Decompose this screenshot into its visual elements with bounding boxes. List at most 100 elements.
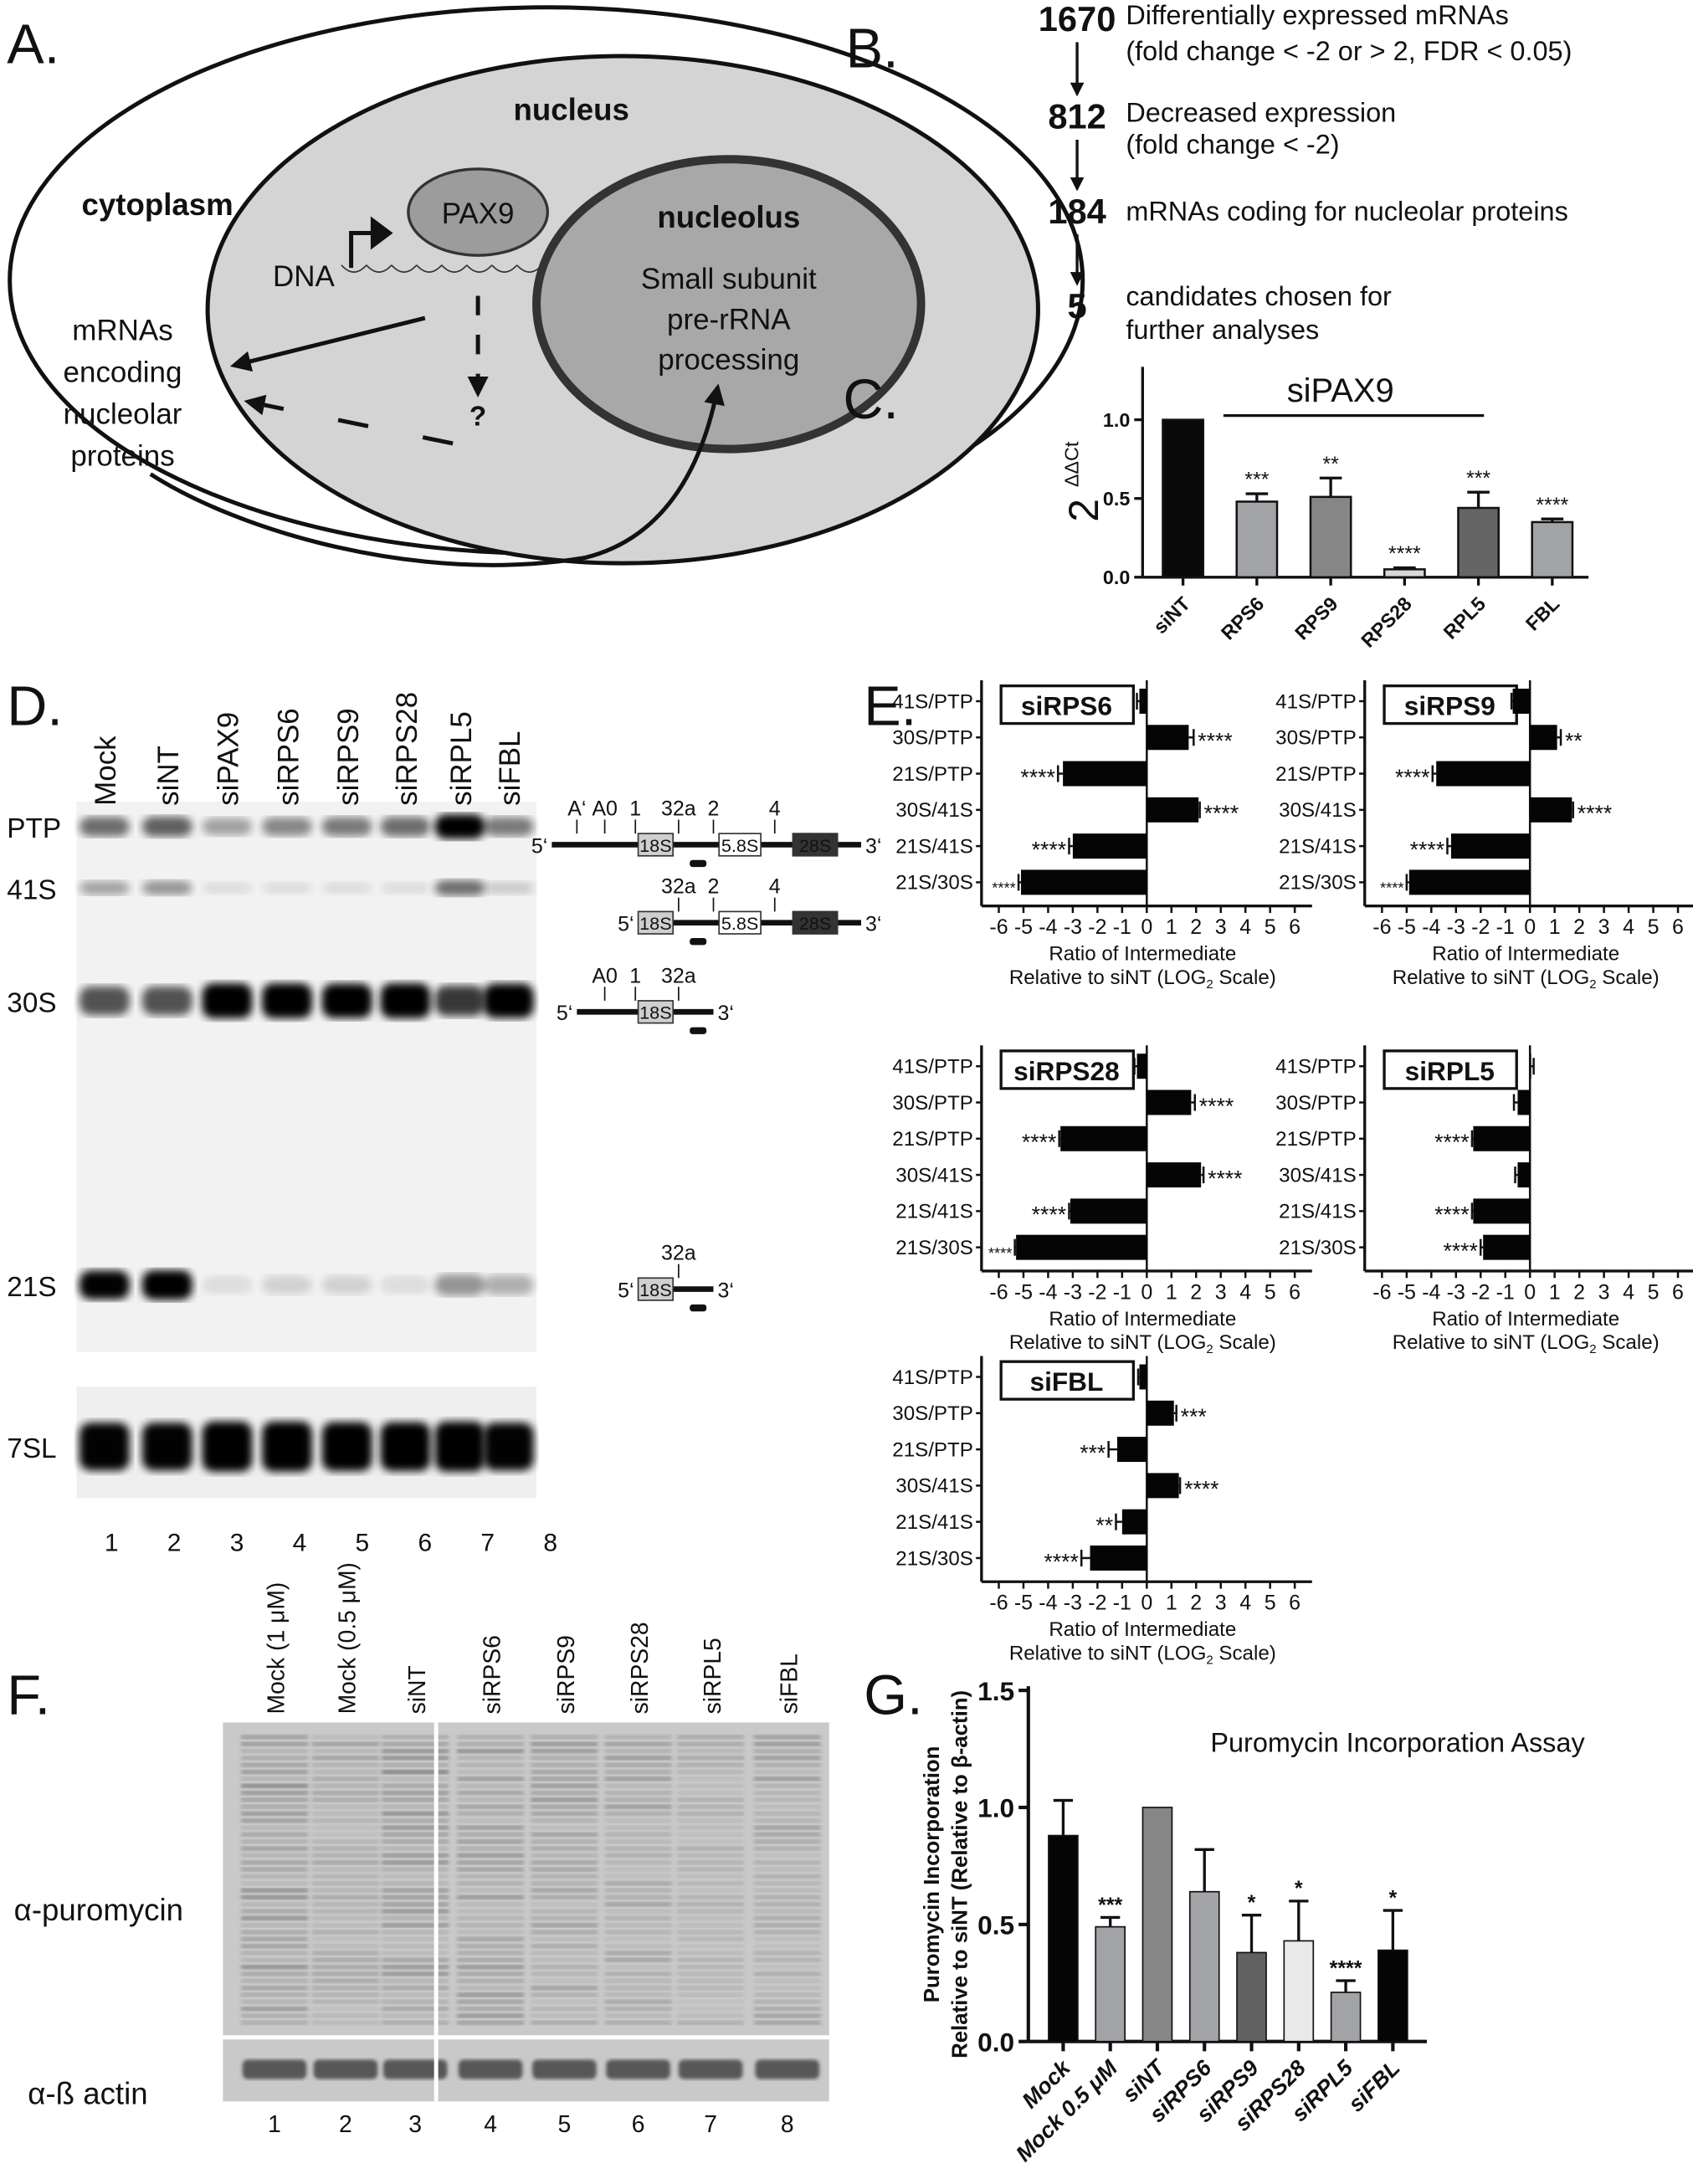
e-bar	[1121, 1509, 1147, 1535]
blot-band	[604, 1874, 672, 1879]
blot-band	[382, 1749, 449, 1754]
blot-lane-number: 6	[632, 2110, 645, 2137]
g-bar	[1377, 1949, 1408, 2043]
actin-band	[458, 2059, 523, 2079]
e-significance: ****	[1410, 837, 1444, 862]
e-x-tick-label: 3	[1215, 1592, 1227, 1615]
blot-band	[311, 1776, 379, 1782]
blot-band	[677, 1811, 745, 1816]
blot-band	[604, 1791, 672, 1796]
three-prime-label: 3‘	[717, 1279, 733, 1303]
e-x-tick-label: 2	[1573, 1280, 1585, 1304]
rrna-box-label: 18S	[639, 1002, 671, 1023]
blot-band	[753, 1957, 821, 1962]
blot-band	[241, 1888, 308, 1893]
rrna-box	[792, 910, 839, 935]
blot-lane-label: Mock (1 μM)	[263, 1582, 290, 1715]
gel-band	[202, 1421, 253, 1472]
e-y-tick-label: 30S/PTP	[892, 1092, 973, 1115]
blot-band	[457, 1791, 525, 1796]
e-x-tick-label: -3	[1447, 1280, 1465, 1304]
e-y-tick-label: 21S/PTP	[892, 763, 973, 786]
step-description: candidates chosen for	[1126, 281, 1392, 311]
blot-band	[531, 1797, 598, 1802]
rrna-box-label: 18S	[639, 1279, 671, 1300]
e-x-tick-label: -1	[1113, 1280, 1131, 1304]
blot-band	[241, 1811, 308, 1816]
e-y-tick-label: 30S/PTP	[892, 727, 973, 750]
rrna-box	[637, 910, 675, 935]
e-x-tick-label: 6	[1289, 915, 1301, 939]
e-y-tick-label: 30S/41S	[1279, 799, 1357, 822]
gel-lane-number: 3	[230, 1530, 244, 1557]
rrna-box	[637, 833, 675, 857]
e-panel-title-box	[999, 1360, 1136, 1401]
blot-band	[677, 1846, 745, 1851]
promoter-arrow-icon	[349, 231, 374, 269]
blot-band	[241, 1776, 308, 1782]
band-row-label: 30S	[7, 987, 56, 1018]
e-y-tick-label: 41S/PTP	[1275, 1056, 1357, 1079]
e-bar	[1147, 725, 1189, 751]
cytoplasm-label: cytoplasm	[82, 187, 233, 222]
blot-band	[311, 1860, 379, 1865]
blot-band	[311, 2020, 379, 2025]
e-y-tick-label: 30S/PTP	[1275, 1092, 1357, 1115]
gel-band	[380, 982, 431, 1018]
blot-band	[604, 1811, 672, 1816]
c-bar	[1235, 500, 1279, 579]
panel-c-label: C.	[843, 369, 899, 431]
blot-band	[531, 2020, 598, 2025]
e-significance: ****	[1395, 765, 1429, 790]
blot-band	[241, 2020, 308, 2025]
nucleolus-text: processing	[658, 344, 799, 377]
e-panel-title-box	[1383, 1049, 1518, 1090]
blot-band	[677, 1894, 745, 1899]
blot-band	[382, 1874, 449, 1879]
e-x-tick-label: 0	[1141, 1280, 1152, 1304]
band-row-label: 7SL	[7, 1433, 56, 1464]
blot-band	[457, 1909, 525, 1914]
e-x-tick-label: 3	[1598, 915, 1610, 939]
blot-band	[753, 1762, 821, 1767]
probe-marker	[690, 938, 707, 946]
e-y-tick-label: 41S/PTP	[892, 1056, 973, 1079]
blot-band	[531, 1874, 598, 1879]
blot-band	[457, 1804, 525, 1809]
blot-band	[241, 1965, 308, 1970]
blot-band	[241, 1853, 308, 1858]
blot-band	[241, 1930, 308, 1935]
blot-band	[604, 2013, 672, 2018]
e-panel-title: siRPS28	[1013, 1056, 1120, 1086]
blot-band	[677, 1741, 745, 1746]
e-x-tick-label: 6	[1672, 1280, 1684, 1304]
dna-helix-segment	[516, 264, 543, 273]
blot-band	[677, 1804, 745, 1809]
e-bar	[1408, 869, 1531, 895]
e-bar	[1139, 688, 1147, 714]
e-x-tick-label: 0	[1524, 1280, 1536, 1304]
blot-band	[241, 1874, 308, 1879]
blot-band	[604, 1965, 672, 1970]
blot-band	[531, 1986, 598, 1991]
blot-lane-label: siRPS6	[479, 1635, 505, 1714]
e-bar	[1530, 725, 1557, 751]
blot-lane-number: 3	[408, 2110, 422, 2137]
blot-band	[531, 1783, 598, 1788]
blot-band	[753, 1770, 821, 1775]
blot-band	[457, 1853, 525, 1858]
gel-band	[79, 1270, 130, 1300]
blot-band	[382, 1762, 449, 1767]
blot-band	[311, 2013, 379, 2018]
three-prime-label: 3‘	[865, 834, 881, 858]
panel-b-label: B.	[846, 18, 899, 79]
blot-band	[753, 2013, 821, 2018]
blot-band	[677, 1853, 745, 1858]
c-y-tick-label: 0.5	[1103, 488, 1130, 510]
blot-band	[382, 2007, 449, 2012]
blot-band	[311, 1811, 379, 1816]
blot-band	[382, 1881, 449, 1886]
e-x-tick-label: 2	[1573, 915, 1585, 939]
e-x-tick-label: 2	[1190, 1280, 1202, 1304]
e-x-tick-label: 1	[1549, 915, 1561, 939]
